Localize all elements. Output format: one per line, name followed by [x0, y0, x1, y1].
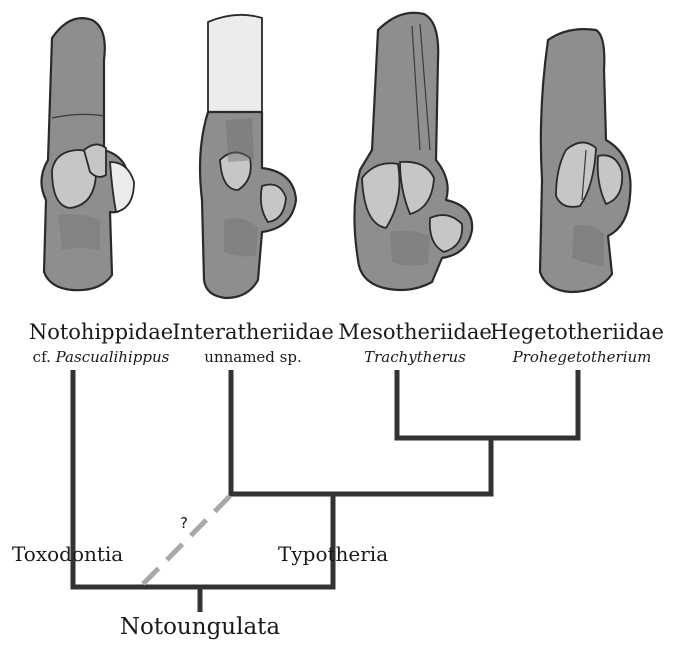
uncertain-branch-interatheriidae	[143, 496, 230, 584]
uncertain-placement-mark: ?	[180, 514, 188, 532]
taxon-family-label-interatheriidae: Interatheriidae	[172, 320, 334, 344]
taxon-genus-label-hegetotheriidae: Prohegetotherium	[512, 348, 652, 366]
taxon-family-label-mesotheriidae: Mesotheriidae	[338, 320, 492, 344]
taxon-prefix-notohippidae: cf.	[33, 348, 56, 366]
taxon-genus-label-interatheriidae: unnamed sp.	[204, 348, 301, 366]
bone-notohippidae	[41, 18, 134, 290]
taxon-family-label-hegetotheriidae: Hegetotheriidae	[490, 320, 664, 344]
taxon-genus-notohippidae: Pascualihippus	[55, 348, 170, 366]
taxon-genus-label-notohippidae: cf. Pascualihippus	[33, 348, 170, 366]
clade-label-notoungulata: Notoungulata	[120, 614, 281, 640]
bone-interatheriidae	[200, 15, 296, 298]
taxon-family-label-notohippidae: Notohippidae	[29, 320, 173, 344]
bone-mesotheriidae	[354, 13, 472, 290]
cladogram	[71, 370, 581, 612]
taxon-genus-label-mesotheriidae: Trachytherus	[364, 348, 466, 366]
clade-label-typotheria: Typotheria	[278, 542, 388, 566]
bone-hegetotheriidae	[540, 29, 631, 292]
clade-label-toxodontia: Toxodontia	[12, 542, 123, 566]
